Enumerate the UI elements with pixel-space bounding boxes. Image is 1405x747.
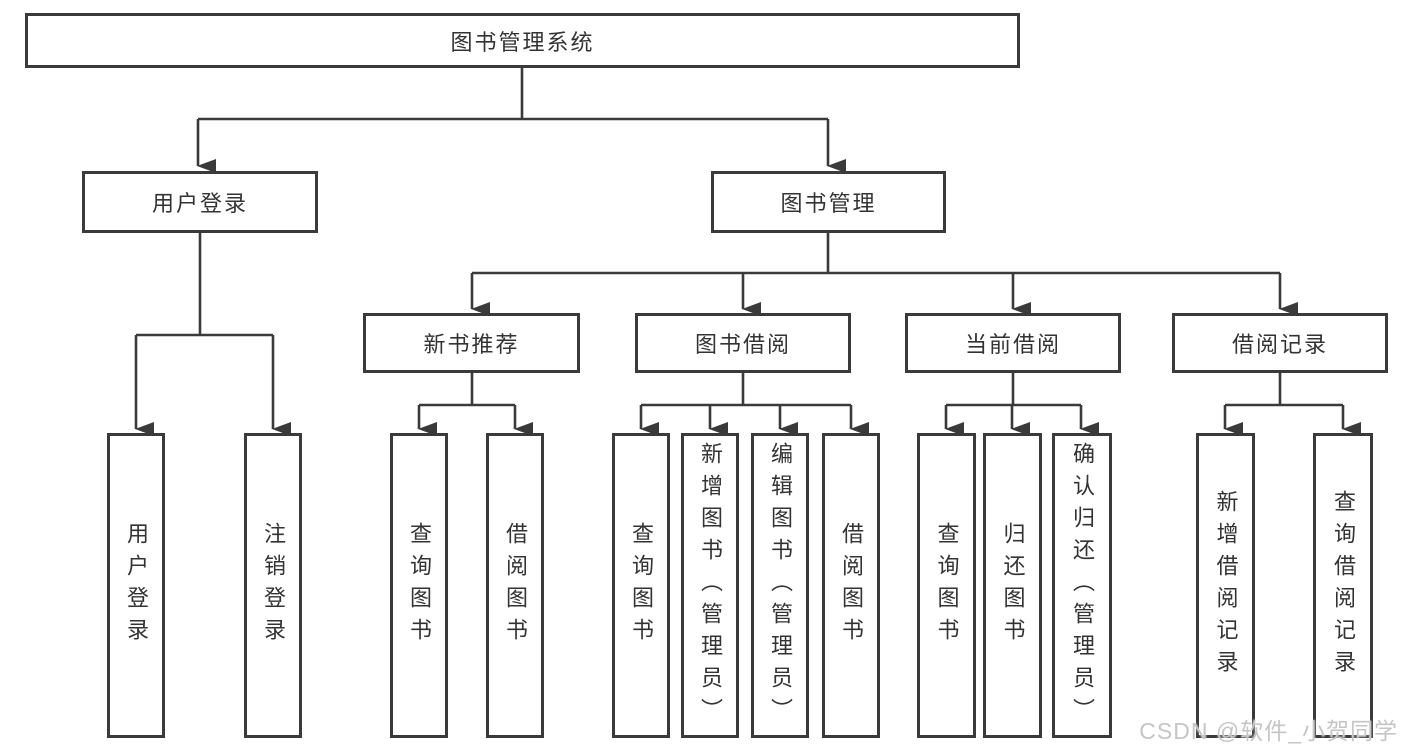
leaf-add-book-admin: 新增图书（管理员） [681,433,739,738]
node-new-book-recommend: 新书推荐 [363,313,580,373]
node-label: 借阅图书 [839,521,864,650]
leaf-return-book: 归还图书 [983,433,1042,738]
node-label: 查询图书 [407,521,432,650]
leaf-query-book-borrow: 查询图书 [612,433,670,738]
node-label: 用户登录 [151,191,248,216]
node-library-management-system: 图书管理系统 [25,13,1020,68]
node-label: 确认归还（管理员） [1070,441,1095,730]
node-label: 注销登录 [261,521,286,650]
node-label: 借阅图书 [503,521,528,650]
node-label: 当前借阅 [964,332,1061,357]
node-book-management: 图书管理 [711,171,946,233]
leaf-query-borrow-record: 查询借阅记录 [1313,433,1373,738]
leaf-add-borrow-record: 新增借阅记录 [1196,433,1255,738]
node-label: 图书借阅 [694,332,791,357]
leaf-confirm-return-admin: 确认归还（管理员） [1052,433,1112,738]
csdn-watermark: CSDN @软件_小贺同学 [1139,718,1398,744]
node-label: 图书管理 [780,191,877,216]
node-user-login: 用户登录 [82,171,318,233]
leaf-borrow-book-recommend: 借阅图书 [486,433,544,738]
node-label: 编辑图书（管理员） [768,441,793,730]
leaf-user-login: 用户登录 [107,433,165,738]
node-label: 借阅记录 [1231,332,1328,357]
leaf-query-book-current: 查询图书 [917,433,976,738]
node-label: 查询借阅记录 [1331,489,1356,682]
node-label: 新增图书（管理员） [698,441,723,730]
leaf-borrow-book: 借阅图书 [822,433,880,738]
node-current-borrow: 当前借阅 [905,313,1121,373]
leaf-logout: 注销登录 [244,433,302,738]
node-label: 用户登录 [124,521,149,650]
node-book-borrow: 图书借阅 [635,313,851,373]
node-label: 查询图书 [934,521,960,650]
node-borrow-record: 借阅记录 [1172,313,1388,373]
node-label: 图书管理系统 [450,29,595,55]
leaf-edit-book-admin: 编辑图书（管理员） [751,433,809,738]
leaf-query-book-recommend: 查询图书 [390,433,448,738]
node-label: 归还图书 [1000,521,1026,650]
node-label: 查询图书 [629,521,654,650]
node-label: 新书推荐 [423,332,520,357]
node-label: 新增借阅记录 [1213,489,1239,682]
